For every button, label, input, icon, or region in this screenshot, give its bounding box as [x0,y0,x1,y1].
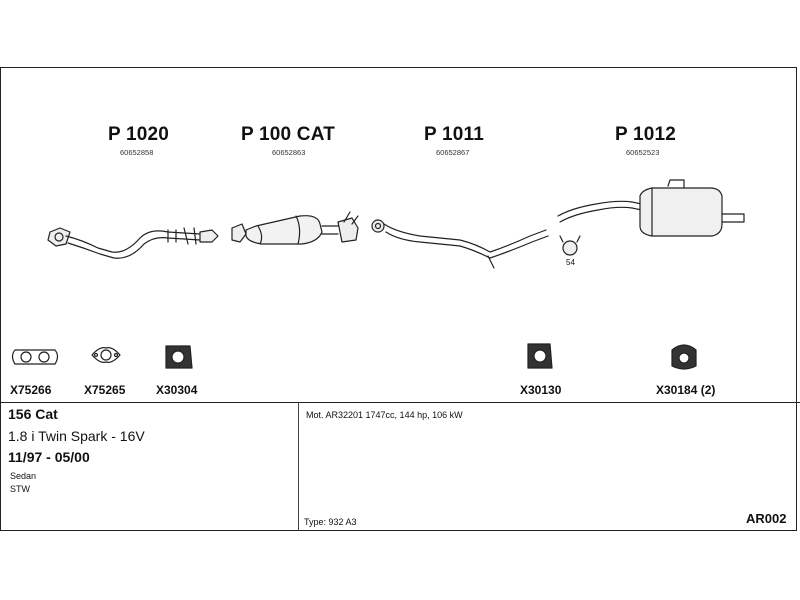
body-type-stw: STW [10,484,30,494]
vehicle-model: 156 Cat [8,406,58,422]
middle-pipe-drawing [371,219,549,269]
front-pipe-drawing [47,227,219,259]
part-title-p100cat: P 100 CAT [241,124,336,145]
clamp-label: 54 [566,258,575,267]
part-ref-p1020: 60652858 [120,148,154,157]
rubber-mount-x30304-drawing [165,345,193,369]
type-line: Type: 932 A3 [304,517,357,527]
accessory-x30130: X30130 [520,383,562,397]
rubber-mount-x30130-drawing [527,343,553,369]
type-value: 932 A3 [328,517,357,527]
catalyst-drawing [231,211,359,245]
info-column-divider [298,402,299,531]
diagram-frame [0,67,797,531]
part-title-p1012: P 1012 [615,124,677,145]
accessory-x30184: X30184 (2) [656,383,716,397]
vehicle-years: 11/97 - 05/00 [8,449,90,465]
type-label: Type: [304,517,327,527]
accessory-x75265: X75265 [84,383,126,397]
rubber-mount-x30184-drawing [671,344,697,370]
accessory-x75266: X75266 [10,383,52,397]
rear-muffler-drawing [557,179,745,256]
accessory-x30304: X30304 [156,383,198,397]
part-ref-p100cat: 60652863 [272,148,306,157]
part-ref-p1011: 60652867 [436,148,470,157]
part-ref-p1012: 60652523 [626,148,660,157]
info-divider [0,402,800,403]
gasket-x75265-drawing [91,347,121,363]
gasket-x75266-drawing [11,349,59,365]
diagram-code: AR002 [746,511,787,526]
part-title-p1020: P 1020 [108,124,170,145]
motor-info: Mot. AR32201 1747cc, 144 hp, 106 kW [306,410,463,420]
vehicle-engine: 1.8 i Twin Spark - 16V [8,428,145,444]
part-title-p1011: P 1011 [424,124,485,145]
body-type-sedan: Sedan [10,471,37,481]
